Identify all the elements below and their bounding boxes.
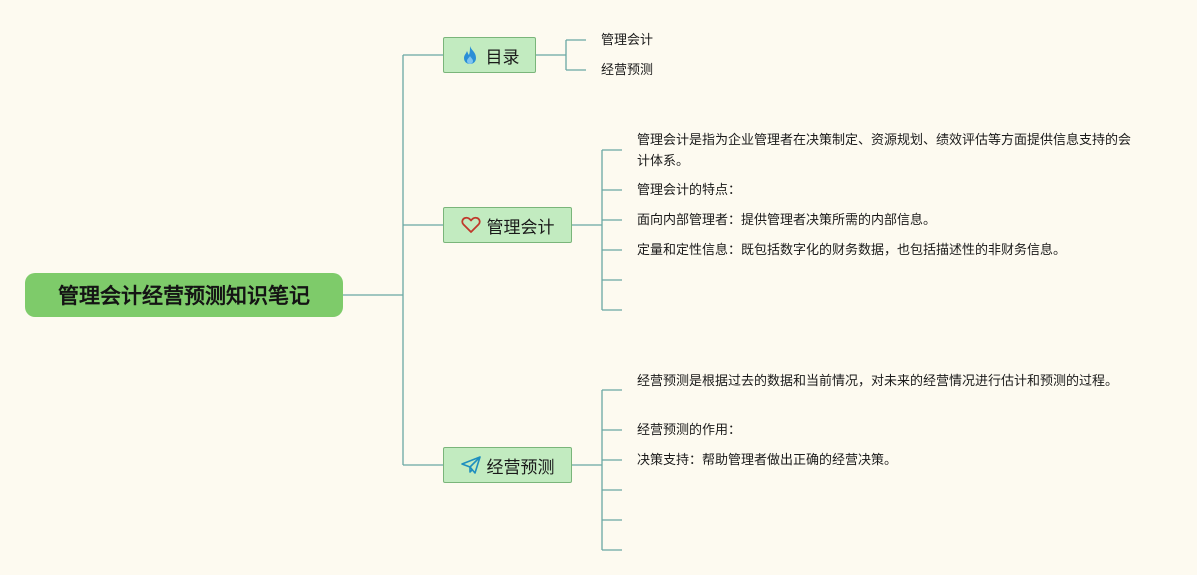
paper-plane-icon <box>460 455 481 475</box>
leaf-item[interactable]: 定量和定性信息：既包括数字化的财务数据，也包括描述性的非财务信息。 <box>637 243 1067 258</box>
branch-node-management-accounting[interactable]: 管理会计 <box>443 207 572 243</box>
root-node[interactable]: 管理会计经营预测知识笔记 <box>25 273 343 317</box>
root-title: 管理会计经营预测知识笔记 <box>58 284 310 308</box>
branch-label: 经营预测 <box>486 457 555 478</box>
leaf-item[interactable]: 经营预测的作用： <box>637 423 742 438</box>
branch-node-toc[interactable]: 目录 <box>443 37 536 73</box>
branch-label: 目录 <box>485 47 520 68</box>
leaf-item[interactable]: 决策支持：帮助管理者做出正确的经营决策。 <box>637 453 898 468</box>
flame-icon <box>460 45 480 65</box>
leaf-item[interactable]: 管理会计是指为企业管理者在决策制定、资源规划、绩效评估等方面提供信息支持的会计体… <box>637 133 1132 169</box>
leaf-item[interactable]: 管理会计的特点： <box>637 183 742 198</box>
leaf-item[interactable]: 管理会计 <box>601 33 654 48</box>
heart-outline-icon <box>460 215 481 235</box>
leaf-item[interactable]: 面向内部管理者：提供管理者决策所需的内部信息。 <box>637 213 937 228</box>
branch-label: 管理会计 <box>486 217 555 238</box>
leaf-item[interactable]: 经营预测 <box>601 63 654 78</box>
branch-node-business-forecast[interactable]: 经营预测 <box>443 447 572 483</box>
leaf-item[interactable]: 经营预测是根据过去的数据和当前情况，对未来的经营情况进行估计和预测的过程。 <box>637 374 1119 389</box>
